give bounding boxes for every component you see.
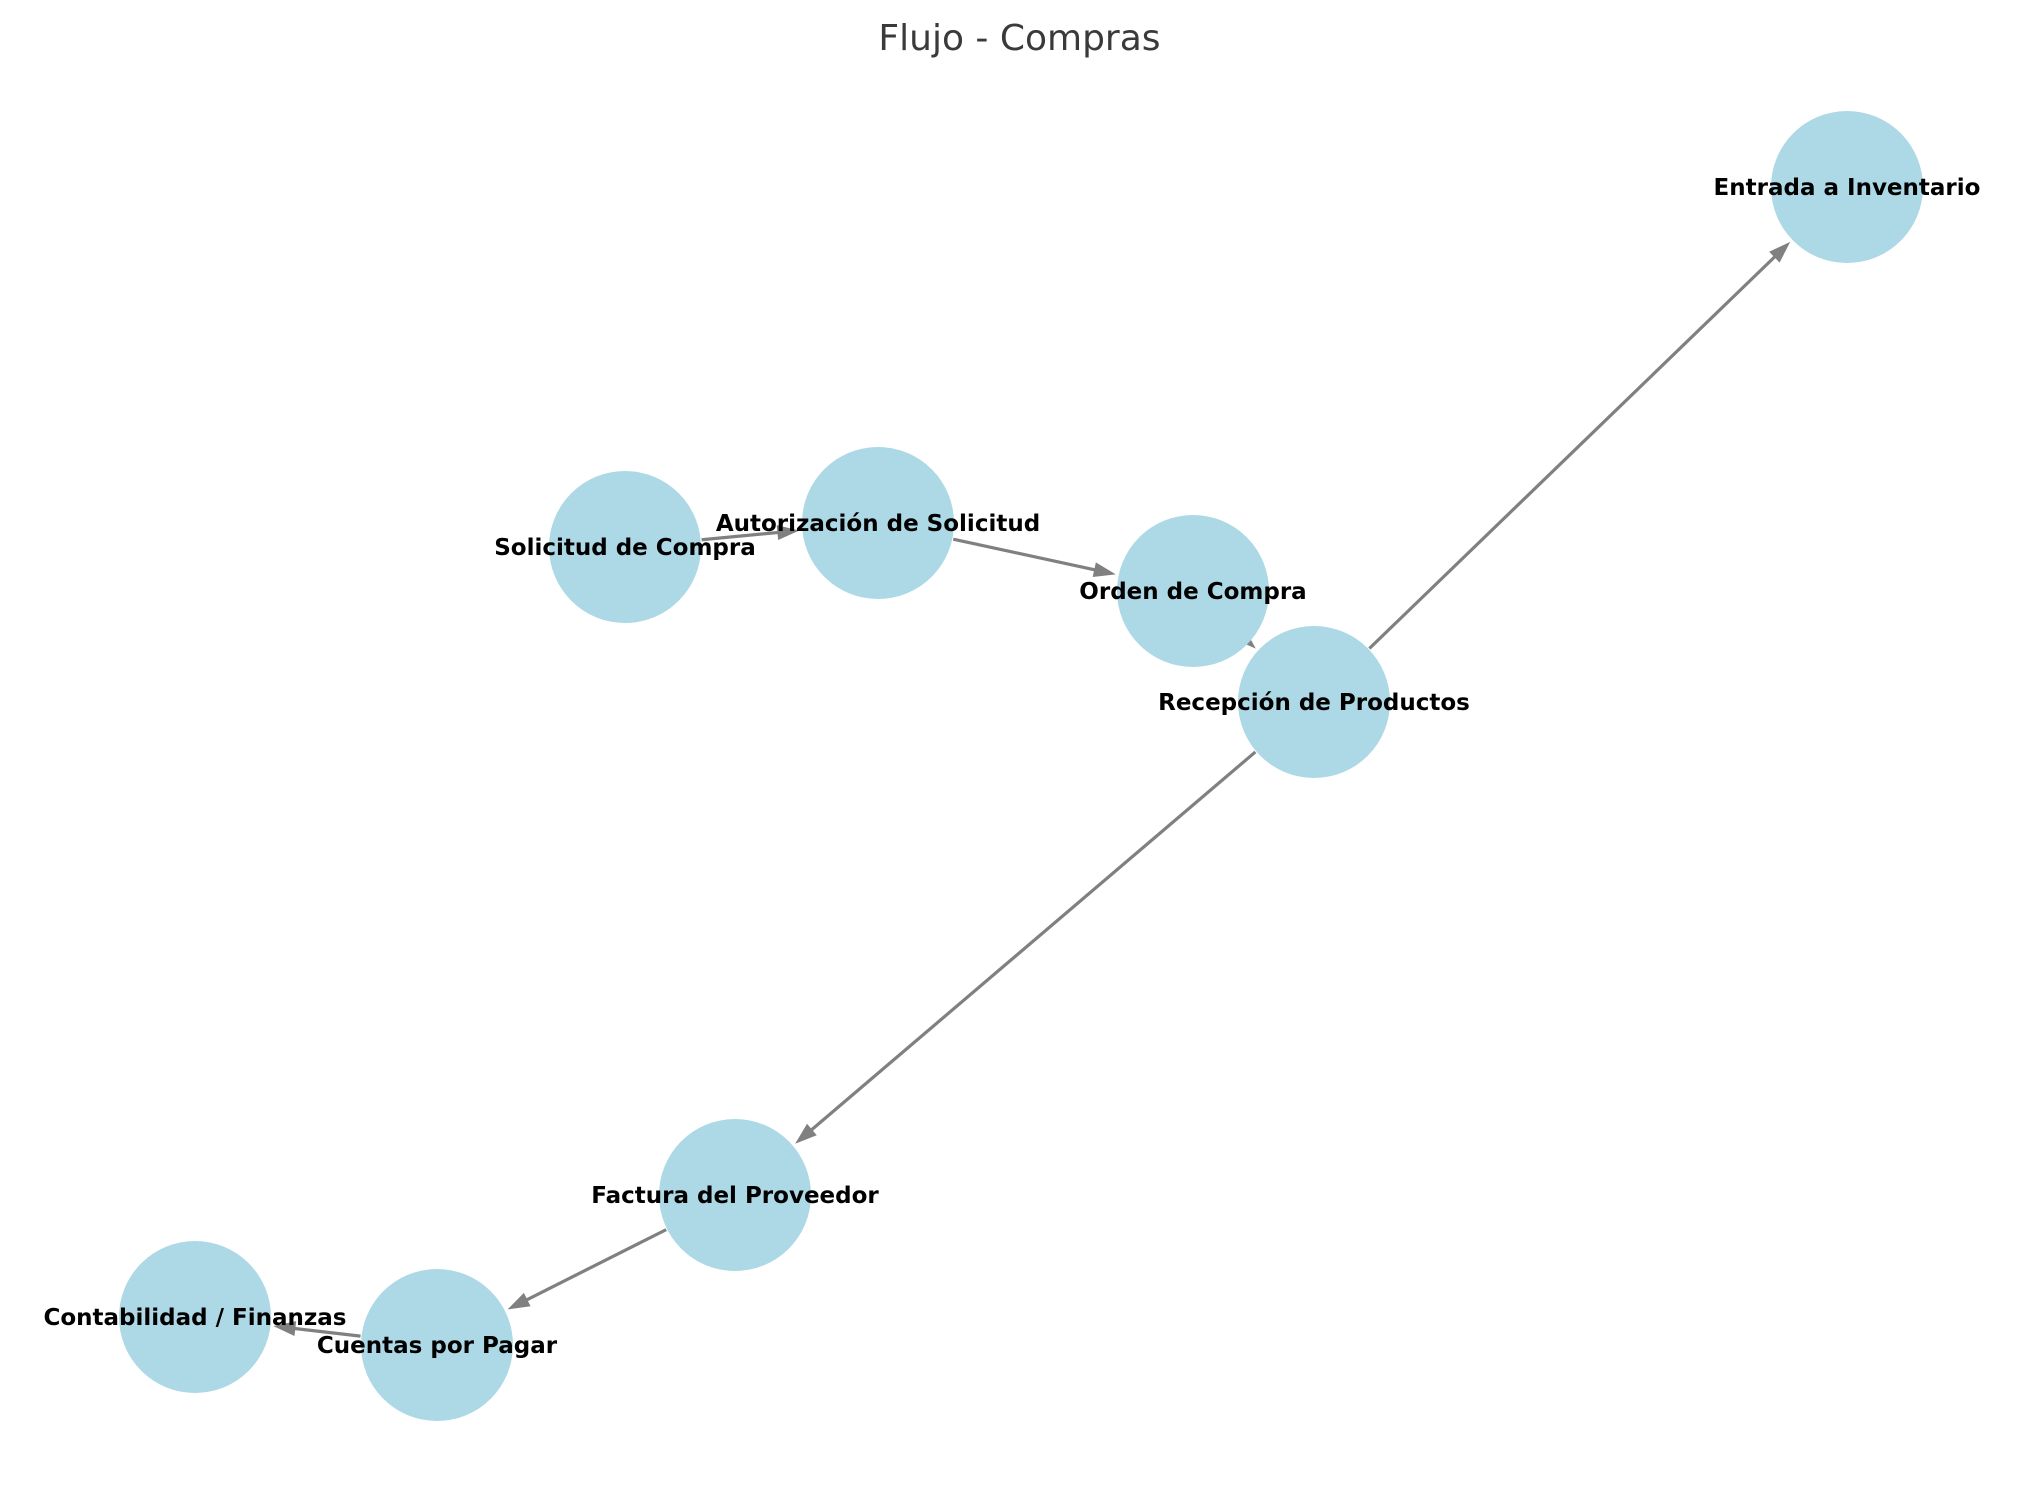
node-label-solicitud: Solicitud de Compra xyxy=(494,535,756,561)
edge-recepcion-factura xyxy=(807,750,1257,1134)
arrowhead-cuentas-contabilidad xyxy=(273,1321,297,1337)
node-entrada xyxy=(1771,111,1923,263)
node-autorizacion xyxy=(802,447,954,599)
node-label-orden: Orden de Compra xyxy=(1079,579,1306,605)
edge-recepcion-entrada xyxy=(1368,253,1779,650)
edge-cuentas-contabilidad xyxy=(291,1326,361,1338)
arrowhead-solicitud-autorizacion xyxy=(776,525,800,541)
node-label-entrada: Entrada a Inventario xyxy=(1714,175,1981,201)
node-label-recepcion: Recepción de Productos xyxy=(1158,690,1470,716)
node-contabilidad xyxy=(119,1241,271,1393)
node-orden xyxy=(1117,515,1269,667)
node-label-factura: Factura del Proveedor xyxy=(591,1183,879,1209)
edge-solicitud-autorizacion xyxy=(701,530,782,542)
node-factura xyxy=(659,1119,811,1271)
node-solicitud xyxy=(549,471,701,623)
node-cuentas xyxy=(361,1269,513,1421)
arrowhead-recepcion-factura xyxy=(795,1123,817,1144)
node-label-autorizacion: Autorización de Solicitud xyxy=(716,511,1040,537)
edge-factura-cuentas xyxy=(522,1228,667,1303)
edge-autorizacion-orden xyxy=(952,537,1099,573)
node-label-contabilidad: Contabilidad / Finanzas xyxy=(43,1305,346,1331)
node-label-cuentas: Cuentas por Pagar xyxy=(317,1333,558,1359)
arrowhead-autorizacion-orden xyxy=(1092,562,1116,578)
arrowhead-recepcion-entrada xyxy=(1769,241,1791,263)
arrowhead-factura-cuentas xyxy=(507,1292,531,1310)
node-recepcion xyxy=(1238,626,1390,778)
